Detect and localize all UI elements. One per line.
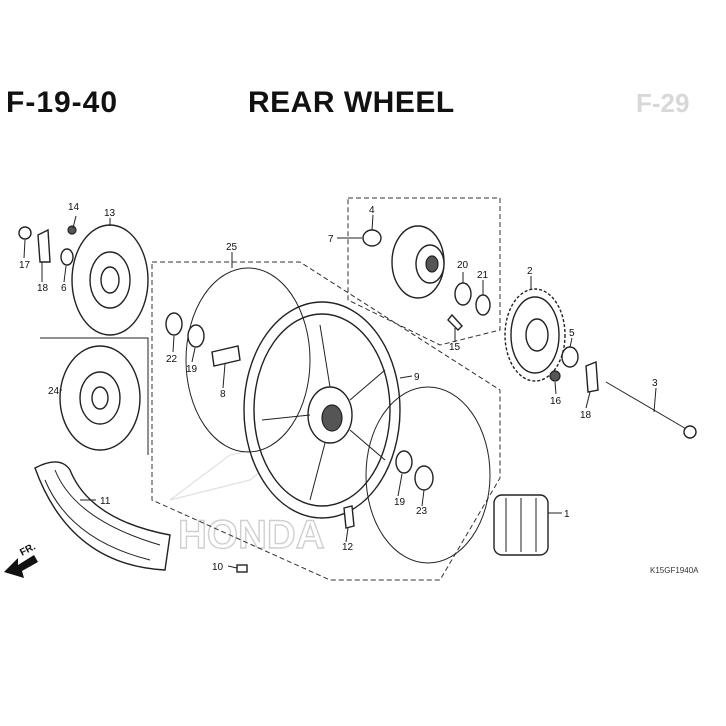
callout-22: 22 (166, 354, 178, 365)
driven-flange-hub-7 (391, 225, 445, 299)
collar-5 (561, 346, 579, 368)
brake-disk-24 (59, 345, 141, 451)
bearing-22 (165, 312, 183, 336)
callout-12: 12 (342, 542, 354, 553)
callout-14: 14 (68, 202, 80, 213)
front-arrow-label: FR. (18, 541, 38, 558)
callout-15: 15 (449, 342, 461, 353)
callout-19-right: 19 (394, 497, 406, 508)
bracket-18-left (37, 228, 51, 263)
axle-3 (605, 381, 689, 431)
front-direction-arrow: FR. (4, 541, 38, 578)
figure-title: REAR WHEEL (248, 86, 455, 119)
callout-3: 3 (652, 378, 658, 389)
callout-2: 2 (527, 266, 533, 277)
part-number-labels: 14 13 17 18 6 24 11 25 22 19 8 9 19 23 1… (19, 202, 658, 573)
spacer-8 (211, 345, 241, 367)
callout-5: 5 (569, 328, 575, 339)
diagram-reference-code: K15GF1940A (650, 566, 699, 575)
callout-10: 10 (212, 562, 224, 573)
callout-19-left: 19 (186, 364, 198, 375)
callout-18-left: 18 (37, 283, 49, 294)
callout-18-right: 18 (580, 410, 592, 421)
callout-8: 8 (220, 389, 226, 400)
brake-disk-13 (71, 224, 149, 336)
callout-21: 21 (477, 270, 489, 281)
rear-wheel-rim-9 (243, 301, 401, 519)
bearing-20 (454, 282, 472, 306)
group-separator (40, 337, 149, 455)
callout-16: 16 (550, 396, 562, 407)
bracket-18-right (585, 360, 599, 393)
figure-code: F-19-40 (6, 86, 119, 119)
callout-11: 11 (100, 496, 111, 507)
wheel-assembly-group-box (151, 261, 501, 581)
leader-lines (23, 214, 657, 569)
tire-11 (34, 461, 171, 571)
callout-1: 1 (564, 509, 570, 520)
o-ring-23 (414, 465, 434, 491)
honda-watermark: HONDA (178, 513, 325, 557)
callout-9: 9 (414, 372, 420, 383)
callout-24: 24 (48, 386, 60, 397)
collar-6 (60, 248, 74, 266)
valve-12 (343, 505, 355, 529)
sprocket-2 (504, 288, 566, 382)
collar-4 (362, 229, 382, 247)
bearing-19-right (395, 450, 413, 474)
callout-13: 13 (104, 208, 116, 219)
callout-20: 20 (457, 260, 469, 271)
seal-ring-large (365, 386, 491, 564)
callout-23: 23 (416, 506, 428, 517)
callout-25: 25 (226, 242, 238, 253)
nut-17 (18, 226, 32, 240)
bearing-19-left (187, 324, 205, 348)
callout-17: 17 (19, 260, 31, 271)
bolt-14 (67, 225, 77, 235)
callout-7: 7 (328, 234, 334, 245)
damper-rubber-1 (493, 494, 549, 556)
nut-16 (549, 370, 561, 382)
pin-15 (447, 313, 463, 331)
hub-assembly-group-box (347, 197, 501, 346)
callout-6: 6 (61, 283, 67, 294)
axle-head (683, 425, 697, 439)
ghost-reference: F-29 (636, 88, 690, 118)
balance-weight-10 (236, 564, 248, 573)
callout-4: 4 (369, 205, 375, 216)
seal-ring-25 (185, 267, 311, 453)
seal-21 (475, 294, 491, 316)
